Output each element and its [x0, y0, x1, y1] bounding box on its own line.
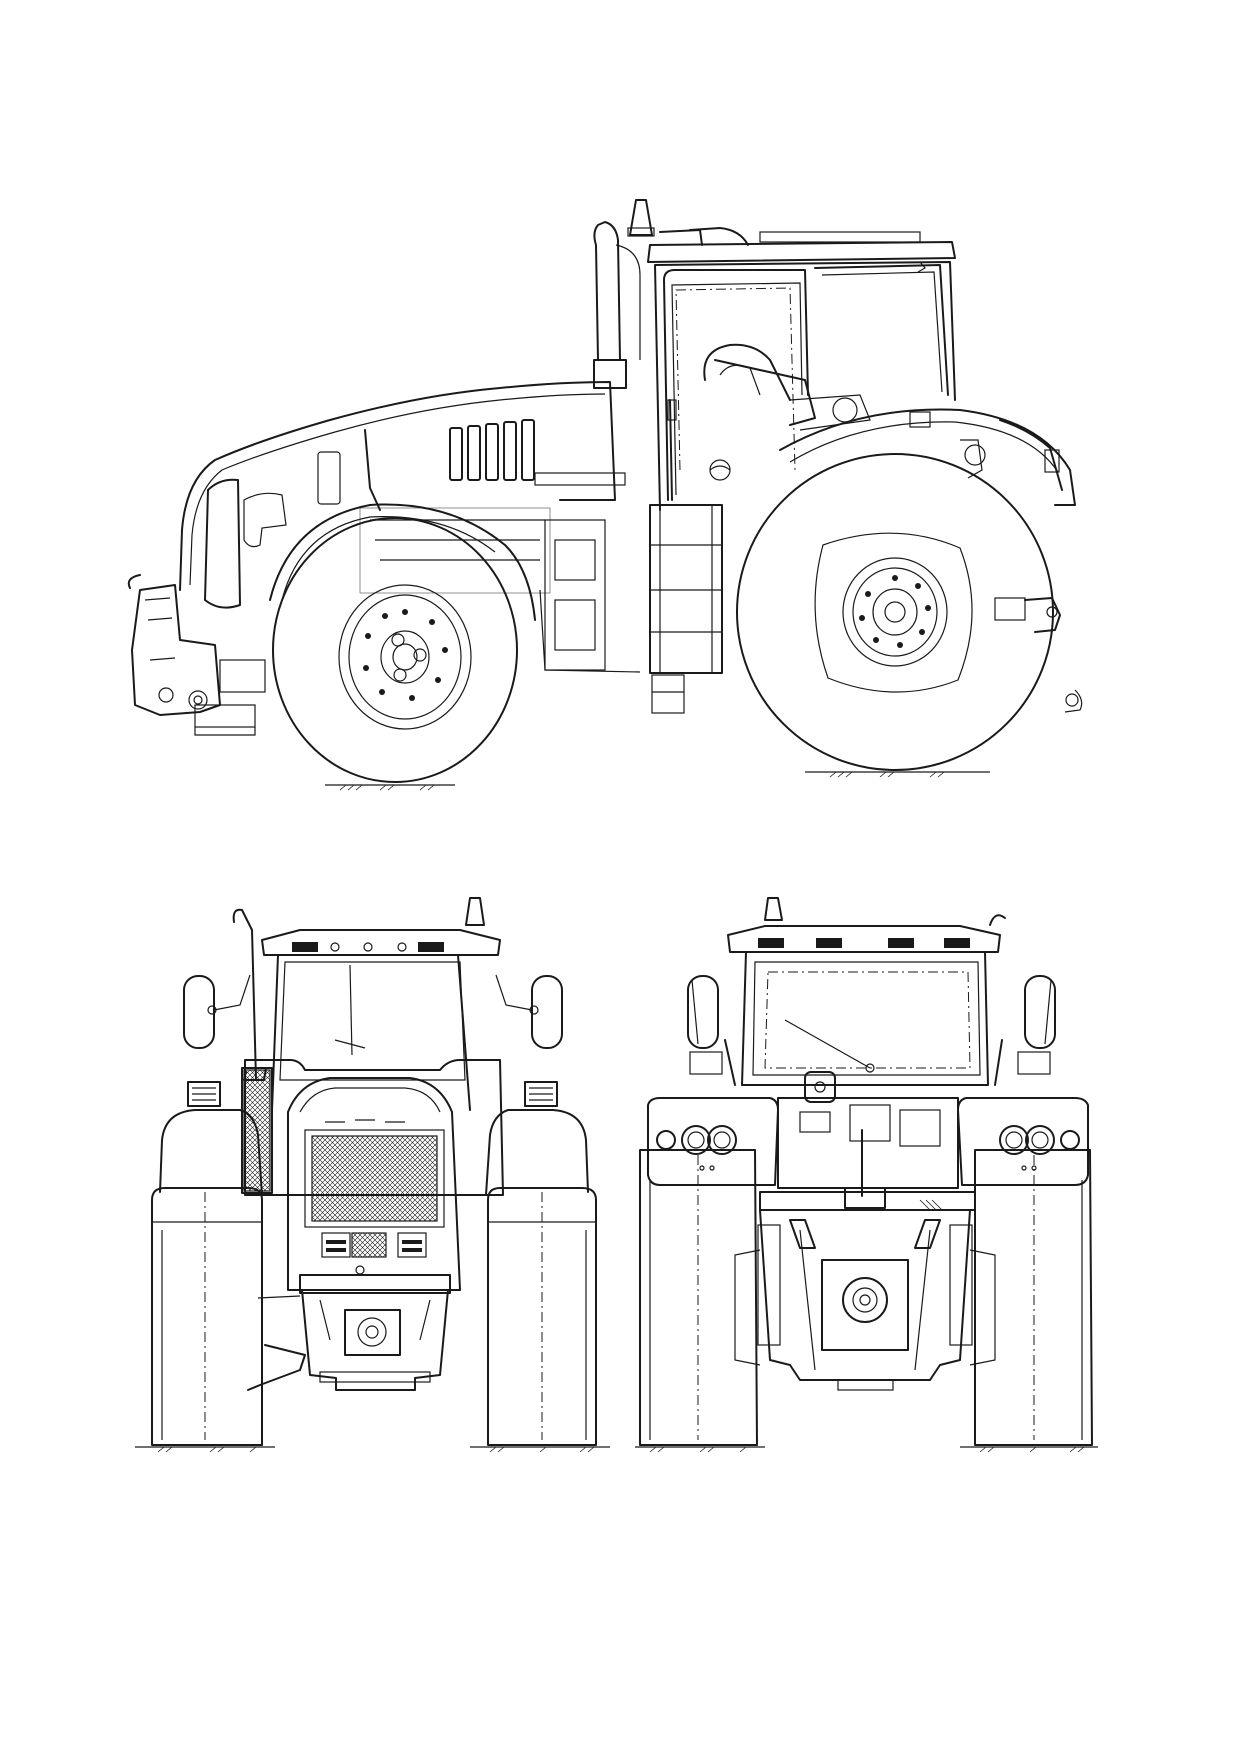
front-right-tire: [487, 1187, 597, 1446]
front-cab: [232, 897, 501, 1111]
front-body: [241, 1059, 504, 1291]
side-engine: [359, 507, 641, 673]
side-cab: [627, 199, 956, 511]
front-mirrors: [183, 974, 563, 1049]
side-hood: [179, 381, 626, 621]
front-view: [135, 897, 610, 1453]
front-hitch: [247, 1265, 451, 1391]
side-ground-marks: [325, 771, 990, 791]
rear-left-tire: [639, 1149, 758, 1446]
rear-ground: [635, 1446, 1098, 1453]
rear-view: [635, 897, 1098, 1453]
rear-fenders: [647, 1097, 1089, 1186]
side-front-hitch: [127, 574, 266, 736]
front-left-tire: [151, 1187, 263, 1446]
rear-mirrors: [687, 975, 1056, 1049]
side-view: [127, 199, 1083, 791]
side-exhaust: [593, 221, 641, 389]
side-front-wheel: [272, 517, 518, 783]
rear-cab: [689, 897, 1051, 1103]
rear-linkage: [734, 1097, 996, 1391]
front-ground: [135, 1446, 610, 1453]
side-rear-hitch: [994, 597, 1083, 713]
rear-right-tire: [974, 1149, 1093, 1446]
side-rear-wheel: [736, 453, 1054, 771]
side-steps: [649, 504, 723, 714]
side-rear-fender: [779, 408, 1076, 506]
